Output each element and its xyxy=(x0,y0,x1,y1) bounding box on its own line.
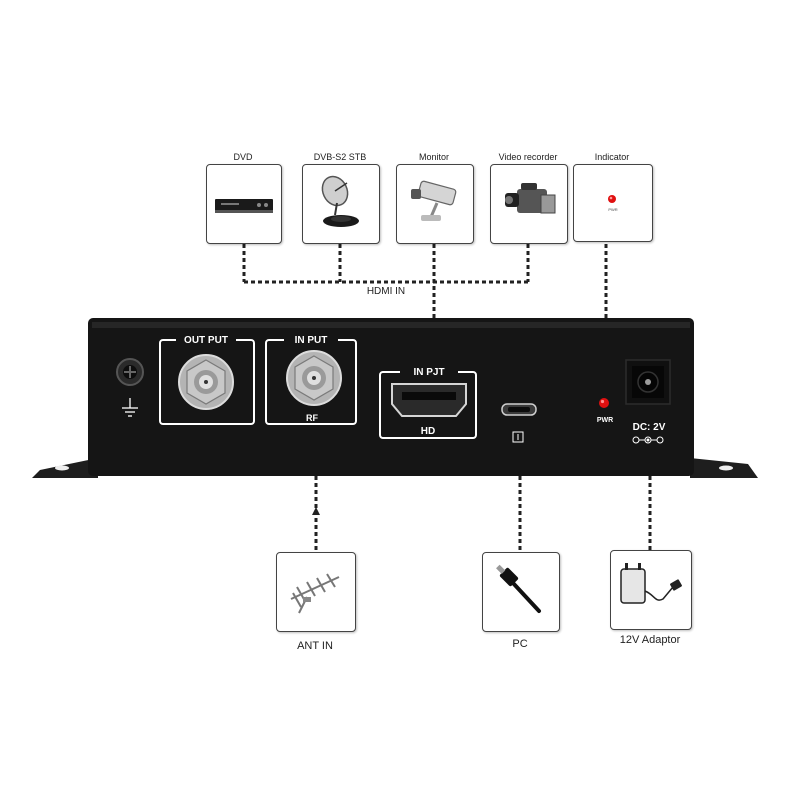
usb-cable-icon xyxy=(496,564,541,613)
recorder-caption: Video recorder xyxy=(498,152,558,162)
dvd-player-icon xyxy=(215,199,273,213)
adaptor-caption: 12V Adaptor xyxy=(619,634,681,646)
monitor-card xyxy=(396,164,474,244)
right-mount-hole xyxy=(719,465,733,471)
usb-symbol-icon xyxy=(512,431,524,443)
input-label: IN PUT xyxy=(295,335,328,346)
ground-symbol-icon xyxy=(122,398,138,417)
dvd-card xyxy=(206,164,282,244)
antenna-arrow-icon xyxy=(312,507,320,515)
recorder-card xyxy=(490,164,568,244)
adaptor-card xyxy=(610,550,692,630)
antenna-icon xyxy=(290,573,340,614)
monitor-caption: Monitor xyxy=(418,152,449,162)
input-coax-port-icon xyxy=(286,350,342,406)
security-camera-icon xyxy=(411,180,457,221)
output-label: OUT PUT xyxy=(184,335,228,346)
hdmi-port-icon xyxy=(391,383,467,417)
dc-label: DC: 2V xyxy=(633,422,666,433)
indicator-card: PWR xyxy=(573,164,653,242)
hdmi-in-label: HDMI IN xyxy=(366,286,406,297)
indicator-caption: Indicator xyxy=(594,152,630,162)
power-adapter-icon xyxy=(620,563,682,604)
pwr-label: PWR xyxy=(597,417,613,424)
led-indicator-icon xyxy=(608,195,616,203)
antenna-caption: ANT IN xyxy=(297,640,333,652)
camcorder-icon xyxy=(505,183,556,214)
hdmi-port-label: IN PJT xyxy=(413,367,444,378)
dc-polarity-icon xyxy=(632,436,664,444)
dvd-caption: DVD xyxy=(233,152,253,162)
satellite-dish-icon xyxy=(321,175,359,227)
rf-mark: RF xyxy=(306,413,318,423)
indicator-pwr-text: PWR xyxy=(608,207,618,212)
output-coax-port-icon xyxy=(178,354,234,410)
stb-caption: DVB-S2 STB xyxy=(313,152,367,162)
hd-label: HD xyxy=(421,426,435,437)
pc-card xyxy=(482,552,560,632)
power-led-icon xyxy=(599,398,609,408)
antenna-card xyxy=(276,552,356,632)
stb-card xyxy=(302,164,380,244)
pc-caption: PC xyxy=(512,638,528,650)
left-mount-hole xyxy=(55,465,69,471)
